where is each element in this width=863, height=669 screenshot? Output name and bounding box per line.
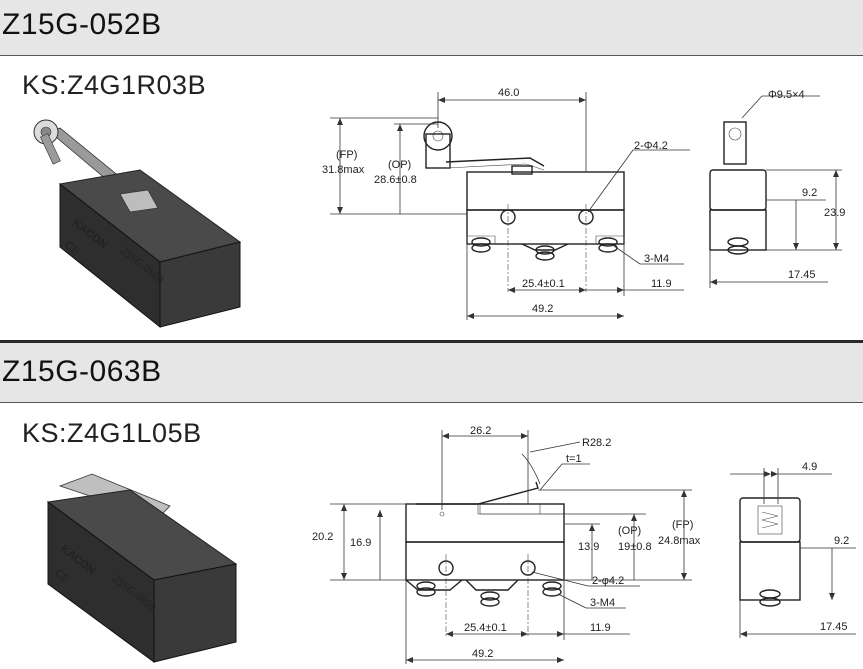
section1-product-image: KACON Z15G-052B CE bbox=[33, 119, 242, 329]
section2-header: Z15G-063B bbox=[0, 343, 863, 403]
dim-height-body: 16.9 bbox=[350, 537, 371, 549]
dim-side-width: 17.45 bbox=[788, 269, 816, 281]
section2-product-image: KACON Z15G-063B CE bbox=[46, 473, 238, 663]
dim-body-length-2: 49.2 bbox=[472, 648, 493, 660]
section-separator bbox=[0, 340, 863, 343]
dim-radius: R28.2 bbox=[582, 437, 611, 449]
dim-hole-spec: 2-Φ4.2 bbox=[634, 140, 668, 152]
dim-screw-spec-2: 3-M4 bbox=[590, 597, 615, 609]
section2-code: KS:Z4G1L05B bbox=[22, 418, 202, 448]
dim-screw-spec: 3-M4 bbox=[644, 253, 669, 265]
terminal-screws-2 bbox=[416, 581, 562, 607]
fp-label: (FP) bbox=[336, 149, 357, 161]
dim-mount-offset: 11.9 bbox=[651, 278, 672, 290]
dim-body-length: 49.2 bbox=[532, 303, 553, 315]
section1-header: Z15G-052B bbox=[0, 0, 863, 56]
section1-front-drawing: 46.0 2-Φ4.2 (FP) 31.8max (OP) 28.6±0.8 3… bbox=[322, 87, 690, 320]
dim-side-height: 23.9 bbox=[824, 207, 845, 219]
terminal-screws bbox=[471, 237, 618, 261]
section1-title: Z15G-052B bbox=[2, 8, 162, 41]
dim-roller-spec: Φ9.5×4 bbox=[768, 89, 805, 101]
section1-side-drawing: Φ9.5×4 9.2 23.9 17.45 bbox=[709, 89, 845, 288]
dim-side-hole: 9.2 bbox=[802, 187, 817, 199]
dim-mount-pitch-2: 25.4±0.1 bbox=[464, 622, 507, 634]
op-label-2: (OP) bbox=[618, 525, 641, 537]
dim-height-total: 20.2 bbox=[312, 531, 333, 543]
dim-side-top: 4.9 bbox=[802, 461, 817, 473]
dim-hole-height: 13.9 bbox=[578, 541, 599, 553]
section1-code: KS:Z4G1R03B bbox=[22, 70, 207, 100]
dim-hole-spec-2: 2-φ4.2 bbox=[592, 575, 624, 587]
dim-mount-offset-2: 11.9 bbox=[590, 622, 611, 634]
dim-lever-offset: 26.2 bbox=[470, 425, 491, 437]
fp-value: 31.8max bbox=[322, 164, 365, 176]
section2-side-drawing: 4.9 9.2 17.45 bbox=[730, 461, 856, 638]
dim-mount-pitch: 25.4±0.1 bbox=[522, 278, 565, 290]
op-label: (OP) bbox=[388, 159, 411, 171]
section2-front-drawing: 26.2 R28.2 t=1 20.2 16.9 13.9 (OP) 19±0.… bbox=[312, 425, 701, 664]
op-value-2: 19±0.8 bbox=[618, 541, 652, 553]
fp-value-2: 24.8max bbox=[658, 535, 701, 547]
dim-top-width: 46.0 bbox=[498, 87, 519, 99]
dim-side-hole-2: 9.2 bbox=[834, 535, 849, 547]
section2-title: Z15G-063B bbox=[2, 355, 162, 388]
dim-side-width-2: 17.45 bbox=[820, 621, 848, 633]
op-value: 28.6±0.8 bbox=[374, 174, 417, 186]
fp-label-2: (FP) bbox=[672, 519, 693, 531]
dim-thickness: t=1 bbox=[566, 453, 582, 465]
